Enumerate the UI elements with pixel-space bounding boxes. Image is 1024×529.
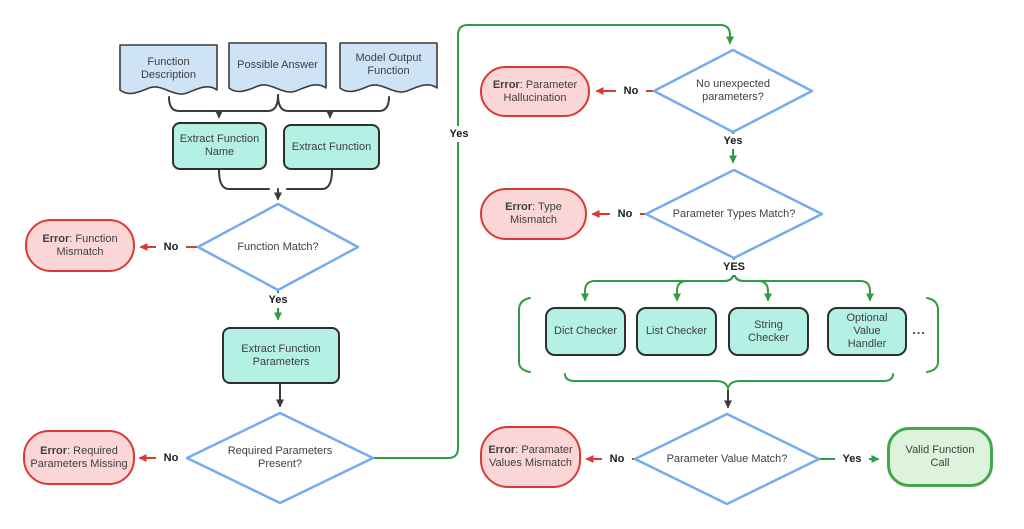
document-model-output-function-label: Model Output Function: [355, 52, 422, 77]
error-function-mismatch: Error: Function Mismatch: [25, 219, 135, 272]
decision-function-match: [196, 202, 360, 292]
error-required-parameters-missing-text: : Required Parameters Missing: [30, 444, 128, 470]
edge-label-no-parameter-value: No: [602, 451, 632, 467]
decision-required-parameters-present-label: Required Parameters Present?: [227, 445, 333, 470]
edge-label-yes-unexpected-parameters: Yes: [716, 134, 750, 149]
more-checkers-ellipsis: ...: [912, 321, 926, 337]
edge-label-no-function-match: No: [156, 239, 186, 255]
edge-label-no-required-parameters: No: [156, 450, 186, 466]
decision-parameter-value-match-label: Parameter Value Match?: [666, 452, 788, 465]
decision-required-parameters-present: [185, 411, 375, 505]
error-parameter-hallucination-text: : Parameter Hallucination: [503, 78, 578, 104]
document-shape-possible-answer: [228, 42, 327, 93]
edge-label-yes-function-match: Yes: [261, 293, 295, 308]
process-extract-function: Extract Function: [283, 124, 380, 170]
decision-function-match-label: Function Match?: [237, 240, 319, 253]
edge-label-no-parameter-types: No: [610, 206, 640, 222]
error-type-mismatch-text: : Type Mismatch: [509, 201, 562, 226]
edge-label-yes-required-parameters: Yes: [442, 126, 476, 142]
document-function-description-label: Function Description: [140, 56, 197, 81]
error-paramater-values-mismatch: Error: Paramater Values Mismatch: [480, 426, 581, 488]
error-type-mismatch: Error: Type Mismatch: [480, 188, 587, 240]
edge-label-yes-parameter-value: Yes: [835, 451, 869, 467]
decision-no-unexpected-parameters: [652, 48, 814, 134]
process-extract-function-parameters: Extract Function Parameters: [222, 327, 340, 384]
error-prefix: Error: [505, 201, 533, 214]
decision-parameter-types-match-label: Parameter Types Match?: [672, 207, 796, 220]
error-parameter-hallucination: Error: Parameter Hallucination: [480, 66, 590, 117]
process-dict-checker: Dict Checker: [545, 307, 626, 356]
process-extract-function-name: Extract Function Name: [172, 122, 267, 170]
error-required-parameters-missing: Error: Required Parameters Missing: [23, 430, 135, 485]
bracket-group: [518, 297, 939, 392]
error-prefix: Error: [40, 444, 68, 457]
terminal-valid-function-call: Valid Function Call: [887, 427, 993, 487]
document-shape-function-description: [119, 44, 218, 95]
edge-label-no-unexpected-parameters: No: [616, 83, 646, 99]
error-prefix: Error: [492, 78, 520, 91]
process-list-checker: List Checker: [636, 307, 717, 356]
black-connectors: [168, 94, 732, 409]
left-bracket: [518, 297, 531, 373]
edge-label-yes-parameter-types: YES: [716, 260, 752, 275]
decision-diamonds: [185, 48, 824, 506]
decision-parameter-value-match: [633, 412, 821, 506]
right-bracket: [926, 297, 939, 373]
decision-no-unexpected-parameters-label: No unexpected parameters?: [696, 78, 770, 103]
error-function-mismatch-text: : Function Mismatch: [56, 232, 118, 258]
decision-parameter-types-match: [644, 168, 824, 260]
gather-brace: [564, 373, 894, 392]
error-prefix: Error: [488, 444, 516, 457]
process-string-checker: String Checker: [728, 307, 809, 356]
document-possible-answer-label: Possible Answer: [237, 58, 318, 71]
error-prefix: Error: [42, 232, 70, 245]
error-paramater-values-mismatch-text: : Paramater Values Mismatch: [489, 444, 573, 469]
document-shape-model-output-function: [339, 42, 438, 93]
process-optional-value-handler: Optional Value Handler: [827, 307, 907, 356]
